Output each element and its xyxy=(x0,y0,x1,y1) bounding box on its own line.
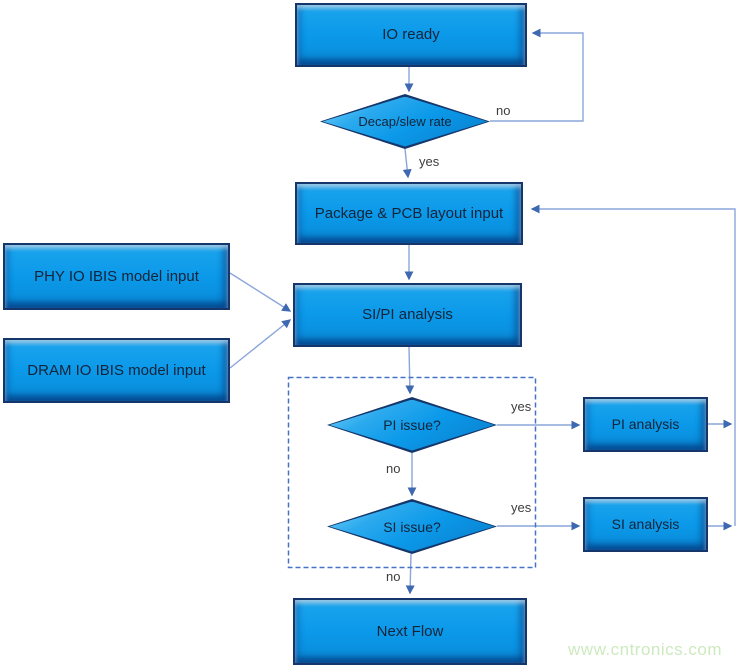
node-next-flow-label: Next Flow xyxy=(376,622,444,640)
node-sipi-analysis: SI/PI analysis xyxy=(293,283,522,347)
node-si-analysis: SI analysis xyxy=(583,497,708,552)
node-io-ready: IO ready xyxy=(295,3,527,67)
node-si-analysis-label: SI analysis xyxy=(611,516,680,533)
edge-phy-to-sipi xyxy=(229,272,292,312)
node-pi-issue-label: PI issue? xyxy=(383,417,441,433)
edge-decap-yes-to-package xyxy=(402,148,412,179)
node-phy-ibis-input: PHY IO IBIS model input xyxy=(3,243,230,310)
edge-sipi-to-pi-issue xyxy=(405,346,415,395)
watermark-text: www.cntronics.com xyxy=(568,640,722,659)
edge-label-si-issue-yes: yes xyxy=(511,500,532,515)
node-si-issue: SI issue? xyxy=(327,499,497,554)
node-pi-issue: PI issue? xyxy=(327,397,497,453)
node-dram-ibis-input-label: DRAM IO IBIS model input xyxy=(27,361,206,379)
edge-feedback-to-package xyxy=(530,204,736,526)
edge-label-pi-issue-yes: yes xyxy=(511,399,532,414)
edge-dram-to-sipi xyxy=(229,319,292,369)
edge-decap-no-to-io-ready xyxy=(490,28,584,122)
edge-label-decap-yes: yes xyxy=(419,154,440,169)
node-si-issue-label: SI issue? xyxy=(383,518,441,535)
node-io-ready-label: IO ready xyxy=(382,26,440,44)
node-pi-analysis-label: PI analysis xyxy=(611,416,680,433)
edge-label-si-issue-no: no xyxy=(386,569,401,584)
edge-label-decap-no: no xyxy=(496,103,511,118)
node-sipi-analysis-label: SI/PI analysis xyxy=(362,306,453,324)
node-dram-ibis-input: DRAM IO IBIS model input xyxy=(3,338,230,403)
node-phy-ibis-input-label: PHY IO IBIS model input xyxy=(34,267,199,285)
edge-label-pi-issue-no: no xyxy=(386,461,401,476)
node-decap-slew-rate-label: Decap/slew rate xyxy=(358,114,452,129)
issue-group-dashed-box xyxy=(287,376,537,569)
node-package-pcb-input: Package & PCB layout input xyxy=(295,182,523,245)
node-package-pcb-input-label: Package & PCB layout input xyxy=(314,204,504,222)
node-next-flow: Next Flow xyxy=(293,598,527,665)
node-decap-slew-rate: Decap/slew rate xyxy=(320,94,490,149)
node-pi-analysis: PI analysis xyxy=(583,397,708,452)
edge-si-issue-no-to-next-flow xyxy=(405,553,415,595)
